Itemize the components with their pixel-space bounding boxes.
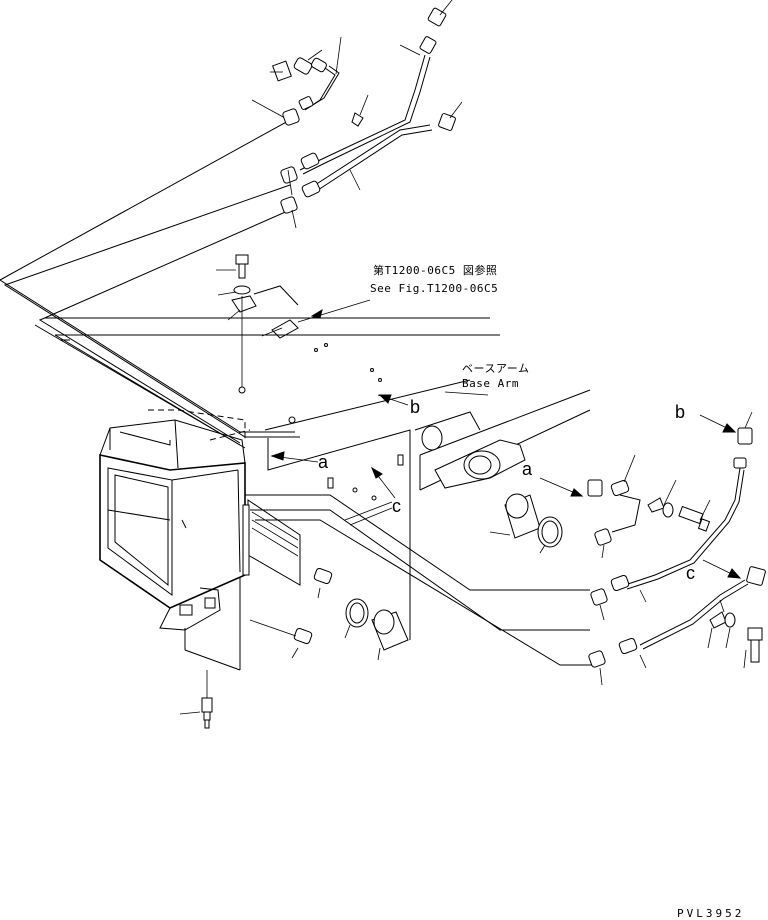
pipe-routing-lines <box>0 119 595 666</box>
callout-label-b-right: b <box>675 402 685 422</box>
base-arm <box>414 389 591 491</box>
upper-fittings <box>251 0 463 229</box>
bolt-clamp-group <box>216 254 382 394</box>
reference-note-en: See Fig.T1200-06C5 <box>370 282 498 295</box>
callout-label-c-left: c <box>392 496 401 516</box>
callout-label-b-left: b <box>410 397 420 417</box>
lubricator-housing <box>99 409 301 671</box>
callout-arrows <box>270 394 742 579</box>
drawing-code: PVL3952 <box>677 907 744 920</box>
bolt <box>235 254 249 265</box>
grease-nipple-bottom <box>179 670 213 729</box>
center-fittings <box>249 567 409 661</box>
callout-label-c-right: c <box>686 563 695 583</box>
mounting-plate <box>264 379 471 640</box>
right-fittings <box>587 411 766 686</box>
base-arm-label-en: Base Arm <box>462 377 519 390</box>
base-arm-bushings <box>489 493 563 554</box>
reference-note-ja: 第T1200-06C5 図参照 <box>373 263 497 277</box>
elbow-fitting <box>272 60 292 82</box>
callout-label-a-right: a <box>522 459 533 479</box>
base-arm-label-ja: ベースアーム <box>462 362 529 375</box>
callout-label-a-left: a <box>318 452 329 472</box>
